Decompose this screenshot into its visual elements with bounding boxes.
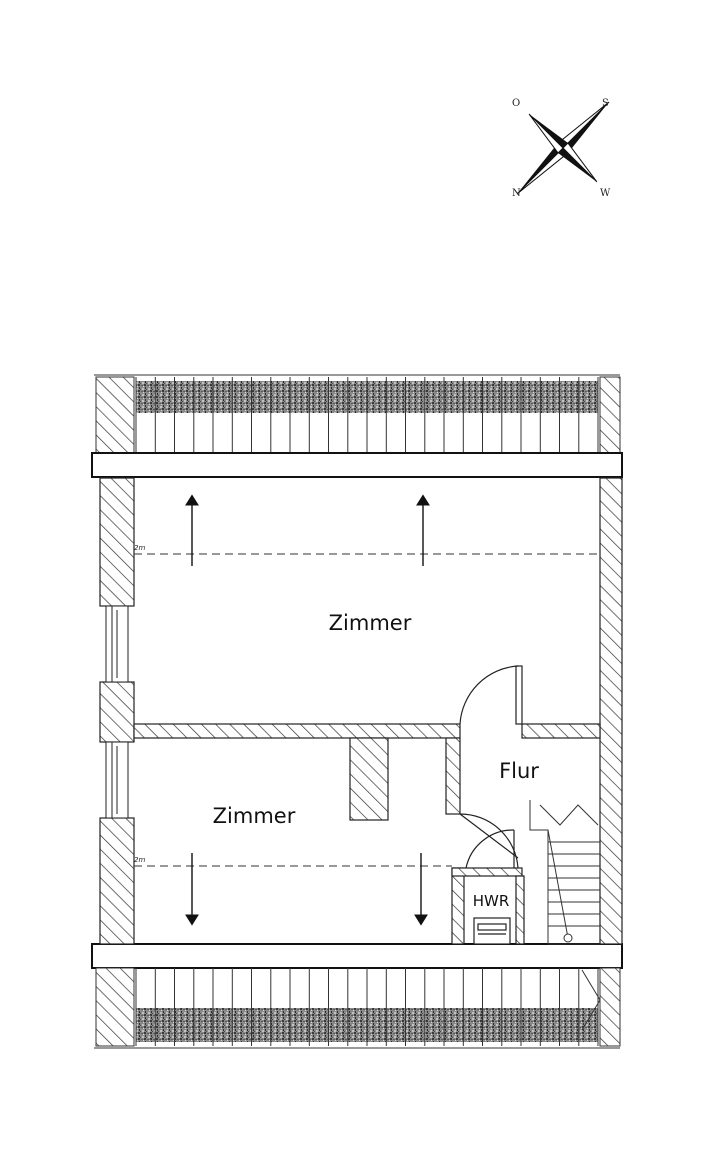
compass-letter-s: S <box>602 98 609 109</box>
compass-letter-o: O <box>512 98 520 109</box>
roof-strip-bottom <box>91 943 623 1049</box>
room-label-upper: Zimmer <box>329 611 412 635</box>
compass-letter-n: N <box>512 188 521 199</box>
staircase <box>529 800 601 1031</box>
room-label-hwr: HWR <box>473 892 510 910</box>
height-mark-upper: 2m <box>134 544 145 552</box>
window-lower <box>105 741 129 819</box>
height-line-upper: 2m <box>134 494 600 566</box>
roof-strip-top <box>91 374 623 478</box>
door-hwr <box>465 829 515 869</box>
height-line-lower: 2m <box>134 853 452 926</box>
room-label-lower: Zimmer <box>213 804 296 828</box>
window-upper <box>105 605 129 683</box>
door-upper-room <box>459 665 523 725</box>
compass-letter-w: W <box>600 188 611 199</box>
height-mark-lower: 2m <box>134 856 145 864</box>
boiler-unit <box>473 917 511 945</box>
room-label-flur: Flur <box>499 759 539 783</box>
compass-rose: S O N W <box>512 98 611 199</box>
walls <box>99 477 623 945</box>
